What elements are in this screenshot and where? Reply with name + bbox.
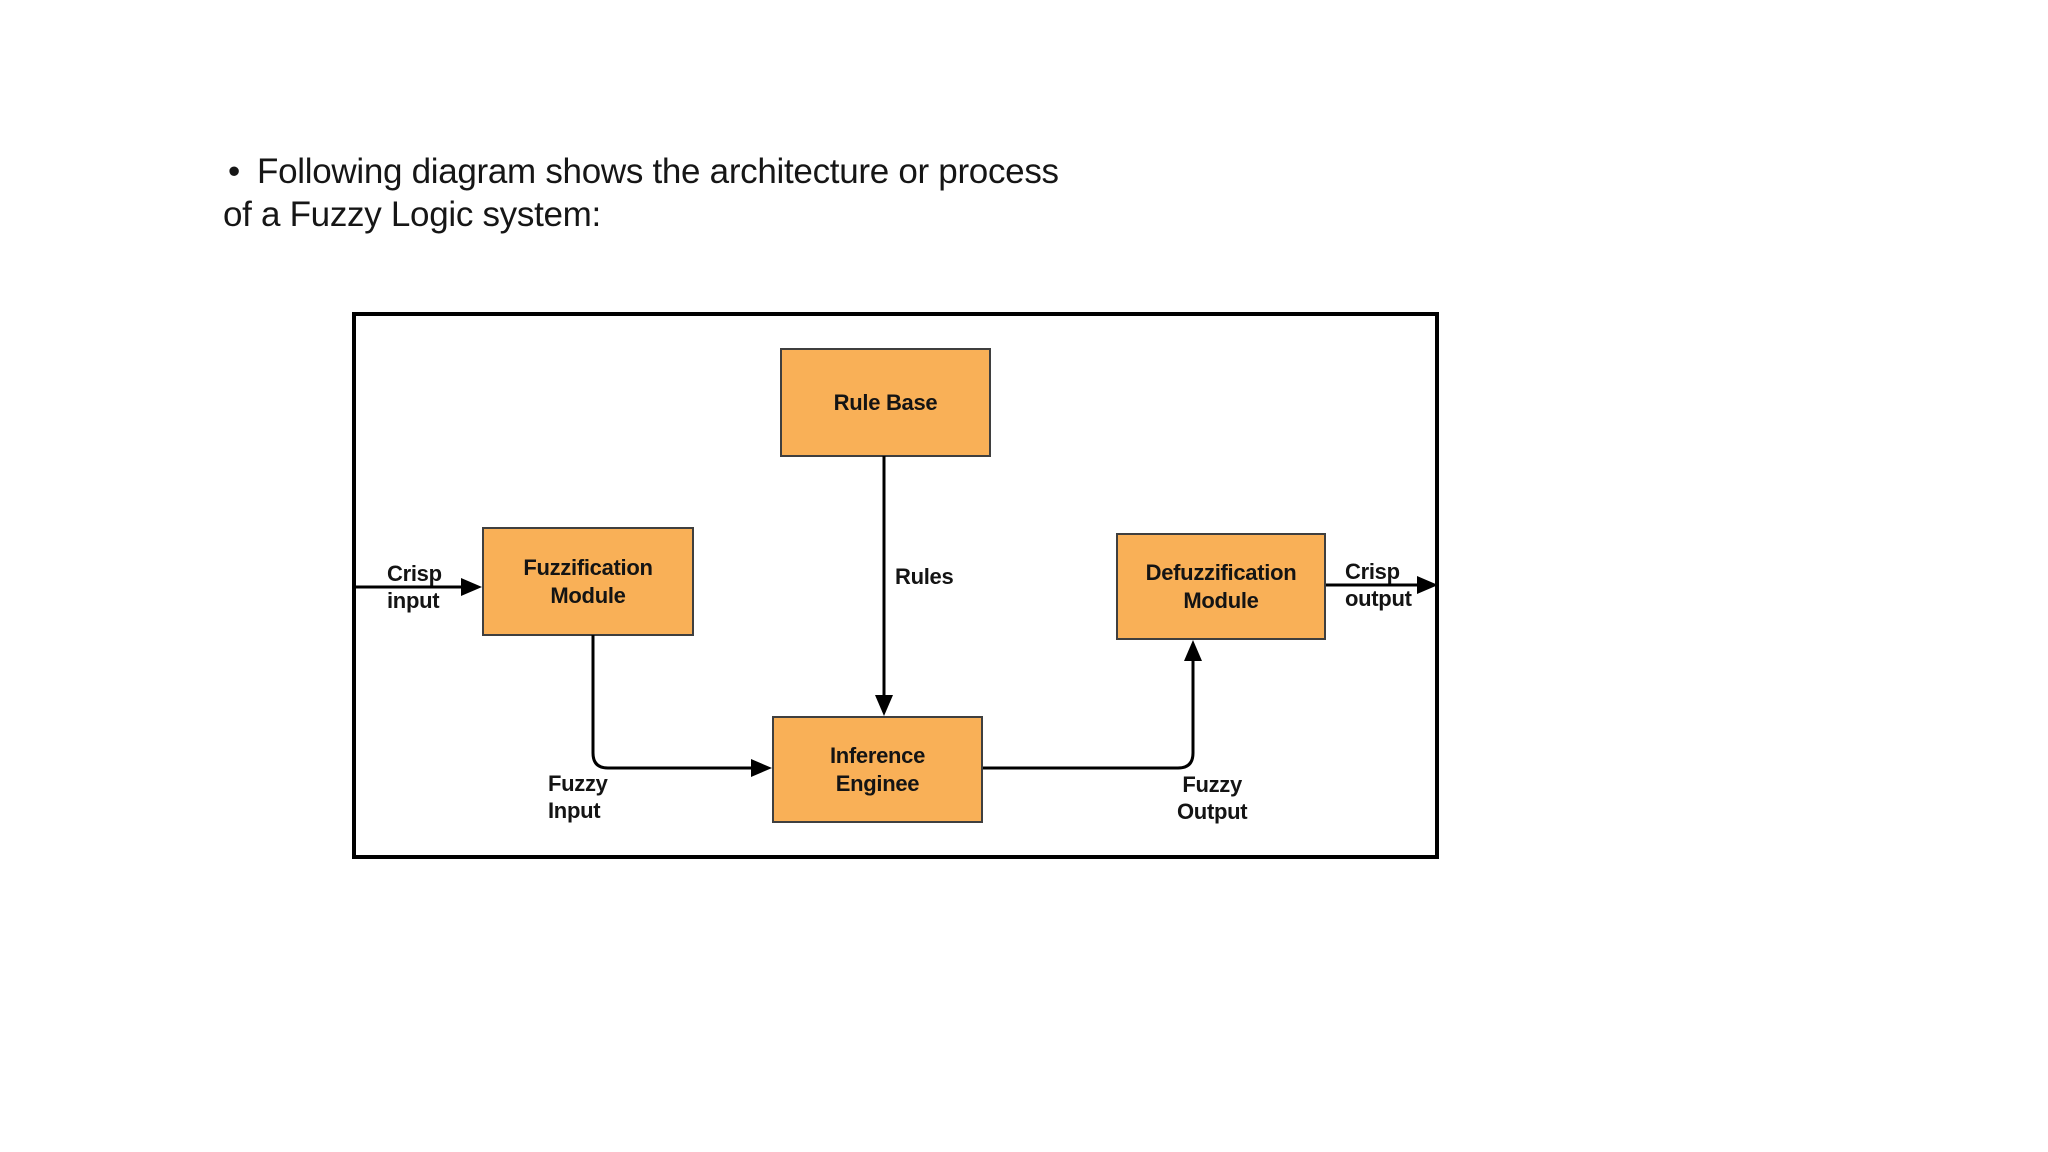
- title-line-1: • Following diagram shows the architectur…: [223, 150, 1059, 193]
- title-line-1-text: Following diagram shows the architecture…: [257, 152, 1059, 191]
- title-line-2: of a Fuzzy Logic system:: [223, 195, 601, 234]
- fuzzy-input-arrowhead: [751, 759, 772, 777]
- fuzzy-input-label: Fuzzy Input: [548, 770, 608, 824]
- crisp-input-label: Crisp input: [387, 560, 442, 614]
- crisp-input-arrowhead: [461, 578, 482, 596]
- slide-title: • Following diagram shows the architectur…: [223, 150, 1059, 236]
- defuzzification-module-label: Defuzzification Module: [1117, 534, 1325, 639]
- defuzzification-module-box: [1116, 533, 1326, 640]
- crisp-output-label-line1: Crisp: [1345, 559, 1400, 584]
- crisp-output-arrowhead: [1417, 576, 1438, 594]
- inference-engine-box: [772, 716, 983, 823]
- inference-label-line2: Enginee: [835, 770, 920, 796]
- inference-engine-label: Inference Enginee: [773, 717, 982, 822]
- rule-base-label-text: Rule Base: [833, 389, 938, 415]
- crisp-input-label-line1: Crisp: [387, 561, 442, 586]
- fuzzification-label-line2: Module: [550, 582, 626, 608]
- defuzzification-label-line2: Module: [1183, 587, 1259, 613]
- fuzzy-input-label-line1: Fuzzy: [548, 771, 608, 796]
- fuzzy-output-label: Fuzzy Output: [1177, 771, 1248, 825]
- fuzzification-module-label: Fuzzification Module: [483, 528, 693, 635]
- bullet-glyph: •: [228, 152, 240, 191]
- crisp-output-label-line2: output: [1345, 586, 1412, 611]
- fuzzy-output-arrow-line: [983, 659, 1195, 770]
- fuzzification-module-box: [482, 527, 694, 636]
- fuzzification-label-line1: Fuzzification: [523, 554, 653, 580]
- crisp-output-label: Crisp output: [1345, 558, 1412, 612]
- fuzzy-output-arrowhead: [1184, 640, 1202, 661]
- crisp-input-label-line2: input: [387, 588, 440, 613]
- rule-base-label: Rule Base: [781, 349, 990, 456]
- rule-base-box: [780, 348, 991, 457]
- fuzzy-input-arrow-line: [591, 635, 752, 770]
- inference-label-line1: Inference: [829, 742, 926, 768]
- rules-arrowhead: [875, 695, 893, 716]
- rules-label: Rules: [895, 564, 954, 589]
- fuzzy-input-label-line2: Input: [548, 798, 601, 823]
- fuzzy-output-label-line2: Output: [1177, 799, 1248, 824]
- defuzzification-label-line1: Defuzzification: [1145, 559, 1297, 585]
- fuzzy-output-label-line1: Fuzzy: [1182, 772, 1242, 797]
